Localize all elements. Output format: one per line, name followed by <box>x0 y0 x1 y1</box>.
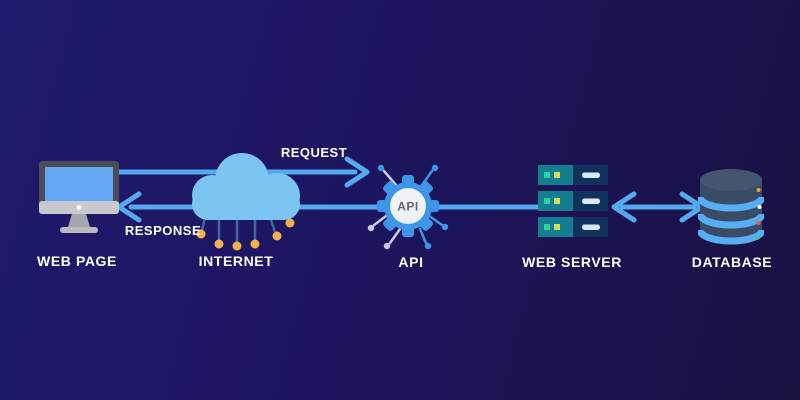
database-cylinder-icon <box>698 169 764 245</box>
desktop-monitor-icon <box>39 161 119 233</box>
server-rack-icon <box>538 165 608 237</box>
monitor-base <box>60 227 98 233</box>
server-unit-3 <box>538 217 608 237</box>
cloud-body <box>192 153 300 220</box>
node-label-database: DATABASE <box>691 254 773 270</box>
node-label-web-page: WEB PAGE <box>37 253 117 269</box>
internet-cloud-icon <box>192 153 300 251</box>
database-indicator-dots <box>755 188 762 240</box>
cloud-circuit-dots <box>196 218 295 251</box>
database-top <box>700 169 762 191</box>
monitor-stand <box>68 214 90 227</box>
monitor-screen <box>45 167 113 203</box>
node-label-web-server: WEB SERVER <box>522 254 622 270</box>
database-bands <box>698 196 764 245</box>
webserver-database-arrow <box>611 191 705 223</box>
api-circuit-nodes <box>367 164 449 250</box>
node-label-api: API <box>398 254 424 270</box>
request-label: REQUEST <box>280 145 348 160</box>
server-unit-2 <box>538 191 608 211</box>
api-gear-icon: API <box>367 164 449 250</box>
api-gear: API <box>377 175 439 237</box>
server-unit-1 <box>538 165 608 185</box>
api-gear-inner-circle <box>390 188 426 224</box>
monitor-button <box>76 205 82 210</box>
node-label-internet: INTERNET <box>198 253 274 269</box>
api-badge-text: API <box>397 200 419 214</box>
response-label: RESPONSE <box>124 223 202 238</box>
